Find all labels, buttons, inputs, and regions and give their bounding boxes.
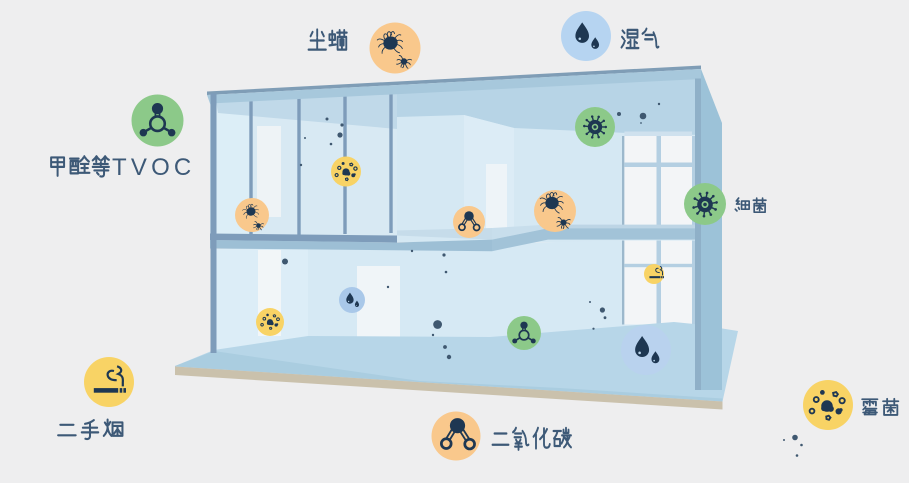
svg-text:TVOC: TVOC [112,154,195,181]
